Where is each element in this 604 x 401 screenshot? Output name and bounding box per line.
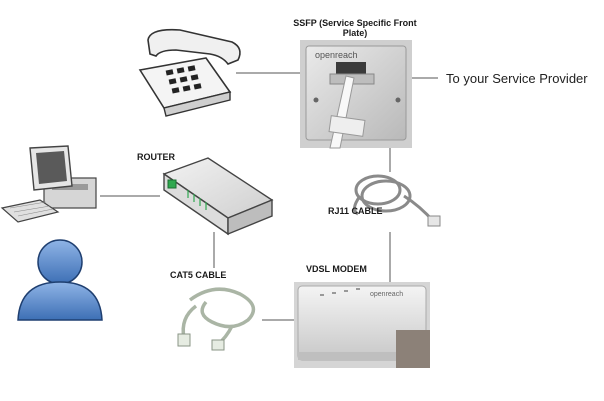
router-device bbox=[162, 157, 274, 236]
rj11-label: RJ11 CABLE bbox=[328, 206, 383, 216]
service-provider-label: To your Service Provider bbox=[446, 71, 588, 86]
ssfp-label: SSFP (Service Specific Front Plate) bbox=[288, 18, 422, 38]
cat5-label: CAT5 CABLE bbox=[170, 270, 227, 280]
rj11-cable bbox=[353, 174, 441, 227]
router-label: ROUTER bbox=[137, 152, 175, 162]
connection-lines bbox=[100, 72, 438, 321]
vdsl-modem bbox=[294, 282, 430, 368]
faceplate-brand-text: openreach bbox=[315, 50, 358, 60]
ssfp-label-line1: SSFP (Service Specific Front bbox=[293, 18, 417, 28]
telephone-icon bbox=[138, 28, 241, 117]
cat5-cable bbox=[177, 287, 256, 351]
ssfp-label-line2: Plate) bbox=[342, 28, 368, 38]
user-icon bbox=[17, 239, 103, 321]
computer-icon bbox=[0, 145, 97, 223]
modem-brand-text: openreach bbox=[370, 291, 403, 298]
ssfp-faceplate bbox=[300, 40, 412, 149]
vdsl-label: VDSL MODEM bbox=[306, 264, 367, 274]
